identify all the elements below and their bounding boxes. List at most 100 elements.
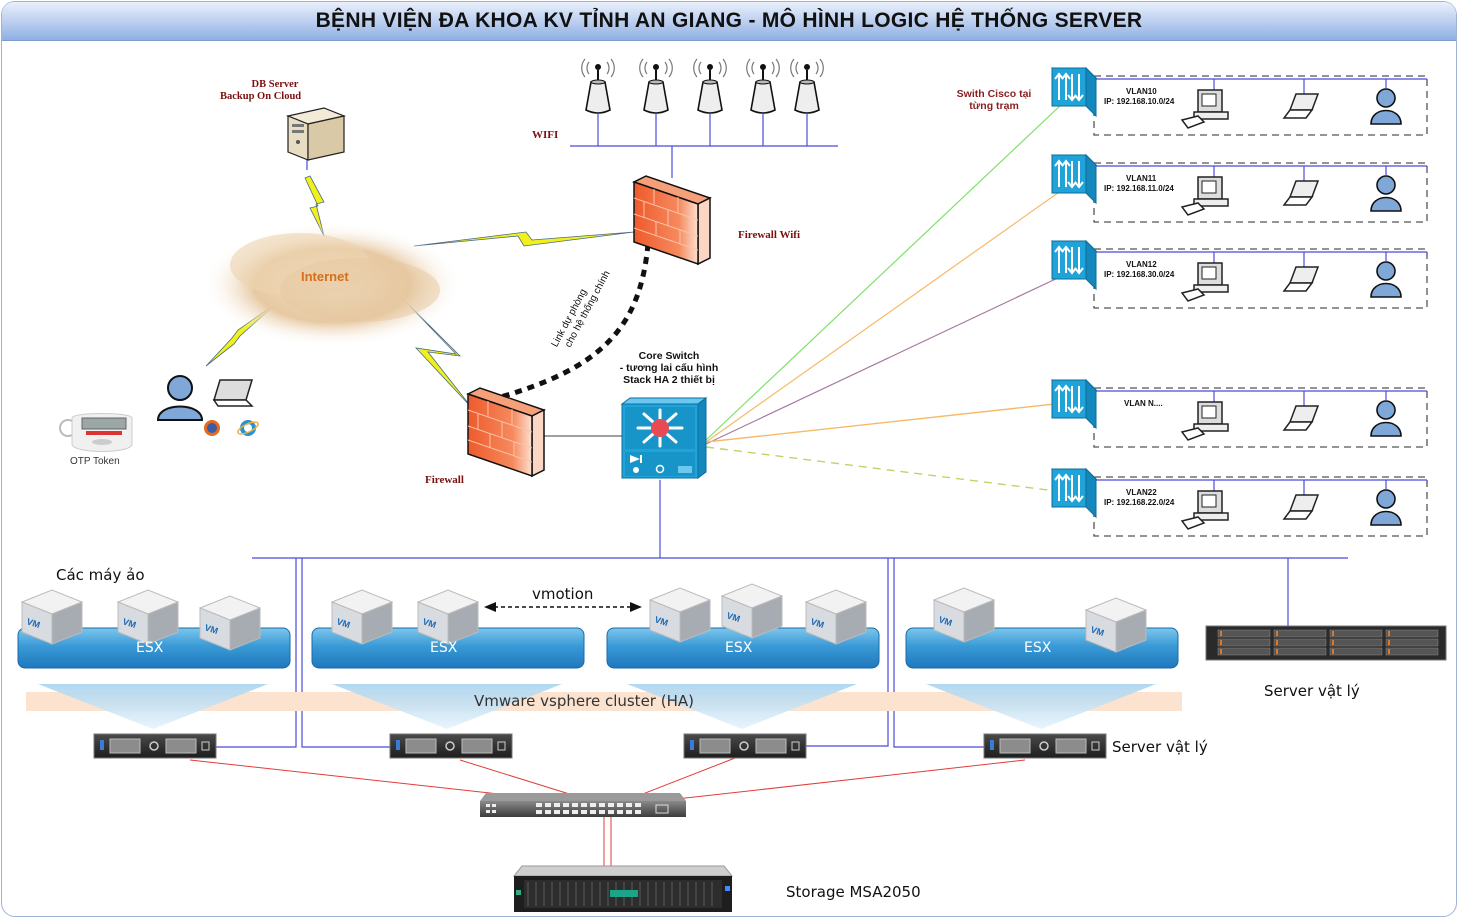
- vlan-segment: [1050, 378, 1428, 448]
- vlan-name: VLAN N....: [1124, 399, 1163, 408]
- vlan-boundary: [1093, 248, 1428, 309]
- vlan-boundary: [1093, 75, 1428, 136]
- esx-label: ESX: [430, 640, 458, 656]
- ha-funnel-shape: [627, 684, 857, 729]
- user-icon: [1370, 166, 1402, 212]
- access-switch-label-2: từng trạm: [969, 100, 1019, 112]
- vlan-ip: IP: 192.168.11.0/24: [1104, 184, 1174, 193]
- vlan-name: VLAN22: [1126, 488, 1157, 497]
- san-switch-icon: [480, 793, 686, 817]
- vm-icon: VM: [116, 589, 180, 645]
- vm-badge: VM: [725, 610, 741, 624]
- vlan-boundary: [1093, 387, 1428, 448]
- vlan-boundary: [1093, 162, 1428, 223]
- internet-label: Internet: [301, 269, 349, 284]
- user-icon: [1370, 480, 1402, 526]
- firefox-icon: [204, 420, 220, 436]
- vlan-segment: [1050, 153, 1428, 223]
- vm-icon: VM: [804, 589, 868, 645]
- host-servers: [93, 733, 1107, 759]
- laptop-icon: [1282, 79, 1320, 119]
- host-server-icon: [983, 733, 1107, 759]
- firewall-wifi-icon: [632, 175, 712, 266]
- host-servers-label: Server vật lý: [1112, 738, 1208, 756]
- vlan-label: VLAN N....: [1104, 399, 1163, 409]
- vm-icon: VM: [198, 595, 262, 651]
- host2-lan-line: [301, 558, 392, 748]
- vm-icon: VM: [416, 589, 480, 645]
- laptop-icon: [1282, 166, 1320, 206]
- wifi-access-point-icon: [790, 58, 824, 146]
- otp-token-label: OTP Token: [70, 456, 120, 467]
- vlan-ip: IP: 192.168.10.0/24: [1104, 97, 1175, 106]
- storage-msa2050-icon: [512, 865, 734, 912]
- vlan-ip: IP: 192.168.30.0/24: [1104, 270, 1175, 279]
- access-switch-label: Swith Cisco tại từng trạm: [946, 88, 1042, 112]
- vm-badge: VM: [421, 616, 437, 630]
- desktop-icon: [1180, 480, 1229, 530]
- vlan-name: VLAN10: [1126, 87, 1157, 96]
- vm-icon: VM: [932, 587, 996, 643]
- firewall-icon: [466, 387, 546, 478]
- host-server-icon: [93, 733, 217, 759]
- db-server-icon: [285, 107, 347, 170]
- host3-lan-line: [806, 558, 889, 747]
- access-switch-icon: [1050, 153, 1098, 205]
- wifi-access-point-icon: [693, 58, 727, 146]
- cluster-label: Vmware vsphere cluster (HA): [474, 692, 694, 710]
- vlan-segments: [1050, 66, 1428, 537]
- host-server-icon: [683, 733, 807, 759]
- wifi-access-point-icon: [639, 58, 673, 146]
- desktop-icon: [1180, 252, 1229, 302]
- standalone-server-label: Server vật lý: [1264, 682, 1360, 700]
- vm-badge: VM: [1089, 624, 1105, 638]
- cluster-band: [26, 692, 1182, 711]
- vm-icon: VM: [720, 583, 784, 639]
- vmotion-arrow: [484, 602, 642, 612]
- vm-badge: VM: [25, 616, 41, 630]
- vlan-segment: [1050, 467, 1428, 537]
- core-vlan10-link: [705, 103, 1063, 441]
- vm-badge: VM: [809, 616, 825, 630]
- wifi-access-point-icon: [746, 58, 780, 146]
- title-bar: BỆNH VIỆN ĐA KHOA KV TỈNH AN GIANG - MÔ …: [2, 2, 1456, 41]
- vm-badge: VM: [335, 616, 351, 630]
- desktop-icon: [1180, 166, 1229, 216]
- backup-link-line: [489, 243, 651, 403]
- vlan-name: VLAN11: [1126, 174, 1157, 183]
- core-switch-label: Core Switch - tương lai cấu hình Stack H…: [610, 350, 728, 386]
- vm-icon: VM: [330, 589, 394, 645]
- access-switch-icon: [1050, 467, 1098, 519]
- access-switch-icon: [1050, 378, 1098, 430]
- ha-funnel-shape: [926, 684, 1156, 729]
- lightning-cloud-firewallwifi: [413, 231, 635, 247]
- vm-badge: VM: [203, 622, 219, 636]
- lightning-db-cloud: [304, 175, 325, 237]
- vmotion-label: vmotion: [532, 585, 594, 603]
- esx-host: VM VM: [311, 589, 585, 729]
- vms-label: Các máy ảo: [56, 566, 145, 584]
- vlan-name: VLAN12: [1126, 260, 1157, 269]
- standalone-server-icon: [1205, 625, 1447, 661]
- core-switch-label-1: Core Switch: [638, 350, 700, 362]
- wifi-access-point-icon: [581, 58, 615, 146]
- core-switch-label-3: Stack HA 2 thiết bị: [623, 374, 715, 386]
- access-switch-icon: [1050, 239, 1098, 291]
- laptop-icon: [1282, 391, 1320, 431]
- user-icon: [1370, 79, 1402, 125]
- internet-cloud-icon: [202, 223, 462, 347]
- access-switch-label-1: Swith Cisco tại: [956, 88, 1032, 100]
- core-vlan11-link: [705, 189, 1063, 443]
- esx-host: VM VM: [905, 587, 1179, 729]
- esx-host: VM VM VM: [17, 589, 291, 729]
- remote-laptop-icon: [212, 379, 254, 407]
- host1-lan-line: [215, 558, 297, 748]
- host-server-icon: [389, 733, 513, 759]
- core-vlan12-link: [705, 275, 1063, 445]
- user-icon: [1370, 252, 1402, 298]
- vm-icon: VM: [1084, 597, 1148, 653]
